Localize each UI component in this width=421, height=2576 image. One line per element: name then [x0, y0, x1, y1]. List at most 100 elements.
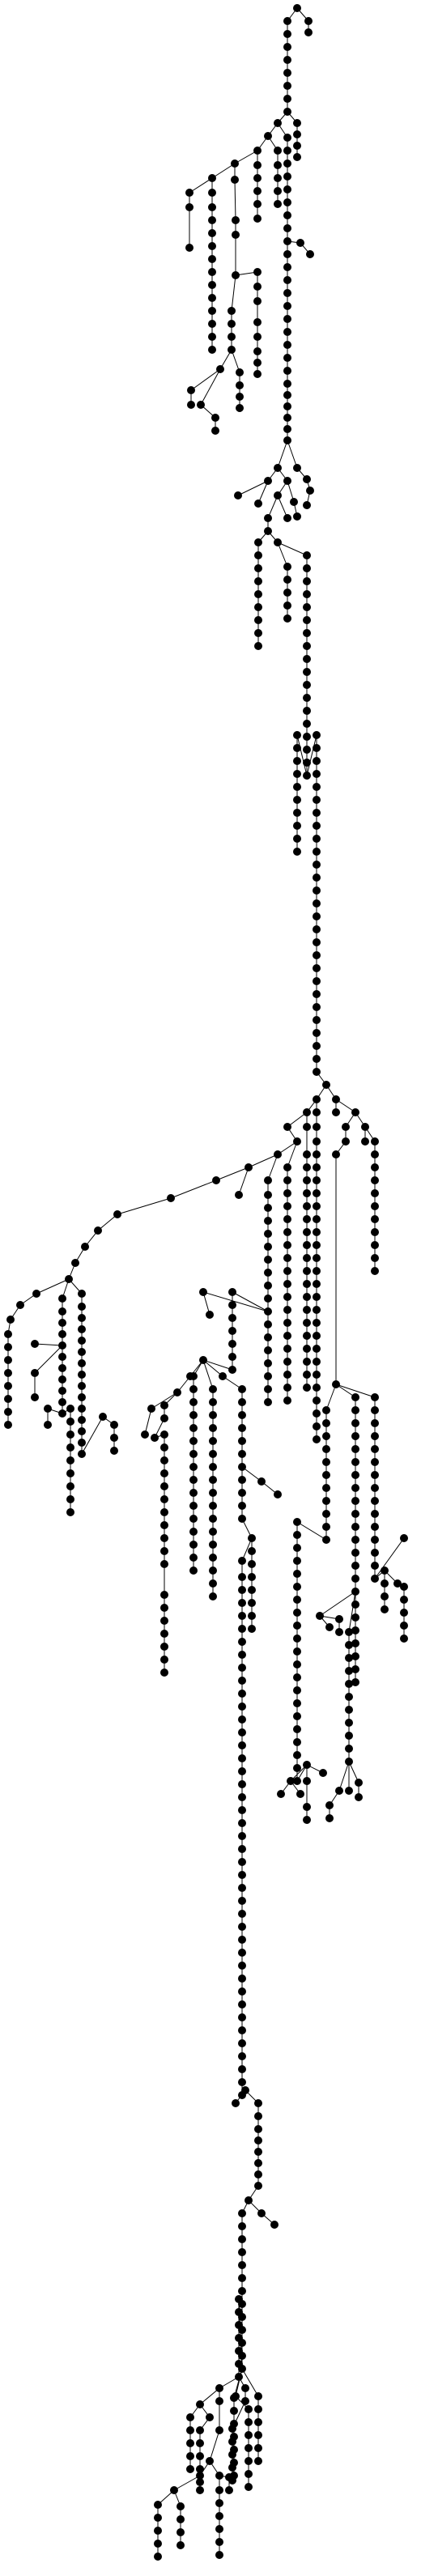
tree-node	[160, 1443, 168, 1452]
tree-node	[257, 2209, 266, 2217]
tree-node	[264, 1217, 272, 1225]
tree-node	[313, 1202, 321, 1210]
tree-node	[238, 2039, 246, 2047]
tree-node	[228, 320, 236, 328]
tree-node	[78, 1371, 86, 1379]
tree-node	[313, 951, 321, 959]
tree-node	[351, 1678, 359, 1686]
tree-node	[238, 1586, 246, 1594]
tree-node	[232, 231, 240, 239]
tree-node	[345, 1719, 353, 1727]
tree-node	[293, 1596, 301, 1604]
tree-node	[196, 2452, 204, 2460]
tree-node	[78, 1290, 86, 1298]
tree-node	[238, 1573, 246, 1581]
tree-node	[238, 2078, 246, 2086]
tree-node	[355, 1793, 363, 1801]
tree-node	[371, 1497, 379, 1505]
tree-edge	[237, 480, 269, 496]
tree-edge	[81, 1416, 104, 1455]
tree-node	[78, 1439, 86, 1447]
tree-edge	[200, 368, 221, 406]
tree-edge	[338, 1761, 350, 1792]
tree-node	[304, 28, 313, 36]
tree-node	[31, 1340, 39, 1348]
tree-node	[215, 2551, 223, 2559]
tree-node	[238, 1463, 246, 1471]
tree-node	[264, 1385, 272, 1393]
tree-node	[322, 1484, 330, 1492]
tree-node	[290, 498, 298, 506]
tree-node	[293, 796, 301, 804]
tree-node	[351, 1536, 359, 1544]
tree-node	[58, 1307, 66, 1316]
tree-node	[283, 134, 291, 142]
tree-node	[253, 318, 262, 326]
tree-node	[283, 211, 291, 219]
tree-node	[238, 1625, 246, 1633]
tree-node	[228, 1327, 236, 1335]
tree-node	[283, 354, 291, 362]
tree-node	[264, 1398, 272, 1406]
tree-node	[381, 1605, 389, 1613]
tree-node	[306, 487, 314, 495]
tree-node	[245, 2431, 253, 2439]
tree-node	[187, 401, 195, 409]
tree-node	[371, 1163, 379, 1171]
tree-node	[371, 1471, 379, 1479]
tree-node	[283, 185, 291, 193]
tree-node	[293, 1583, 301, 1591]
tree-node	[283, 589, 291, 597]
tree-node	[78, 1314, 86, 1322]
tree-node	[313, 1163, 321, 1171]
tree-node	[154, 2553, 162, 2561]
tree-node	[209, 1515, 217, 1523]
tree-node	[238, 2000, 246, 2009]
tree-node	[303, 1228, 311, 1236]
tree-node	[277, 1790, 285, 1798]
tree-node	[313, 1016, 321, 1024]
tree-node	[325, 1814, 334, 1822]
tree-node	[325, 1801, 334, 1809]
tree-node	[254, 2125, 262, 2133]
tree-node	[303, 564, 311, 572]
tree-node	[313, 1396, 321, 1405]
tree-node	[313, 899, 321, 908]
tree-node	[371, 1445, 379, 1453]
tree-node	[303, 1202, 311, 1210]
tree-node	[313, 1068, 321, 1076]
tree-node	[313, 1345, 321, 1353]
tree-node	[351, 1510, 359, 1518]
tree-edge	[257, 480, 269, 504]
tree-node	[303, 1241, 311, 1249]
tree-node	[293, 1751, 301, 1759]
tree-node	[293, 848, 301, 856]
tree-node	[264, 1282, 272, 1290]
tree-node	[208, 268, 216, 276]
tree-node	[235, 2347, 243, 2355]
tree-node	[351, 1613, 359, 1622]
tree-node	[313, 1293, 321, 1301]
tree-node	[283, 1176, 291, 1184]
tree-edge	[335, 1384, 376, 1398]
tree-node	[254, 564, 262, 572]
tree-node	[371, 1406, 379, 1414]
tree-node	[303, 772, 311, 780]
tree-node	[154, 2514, 162, 2522]
tree-node	[351, 1523, 359, 1531]
tree-node	[303, 1371, 311, 1379]
tree-node	[78, 1359, 86, 1367]
tree-node	[58, 1319, 66, 1327]
tree-node	[232, 271, 240, 279]
tree-node	[371, 1419, 379, 1427]
tree-node	[283, 147, 291, 155]
tree-node	[313, 1280, 321, 1288]
tree-node	[283, 380, 291, 388]
tree-node	[245, 2470, 253, 2478]
tree-node	[236, 381, 244, 389]
tree-node	[78, 1427, 86, 1435]
tree-node	[253, 187, 262, 195]
tree-node	[248, 1599, 256, 1607]
tree-node	[254, 642, 262, 650]
tree-node	[303, 1267, 311, 1275]
